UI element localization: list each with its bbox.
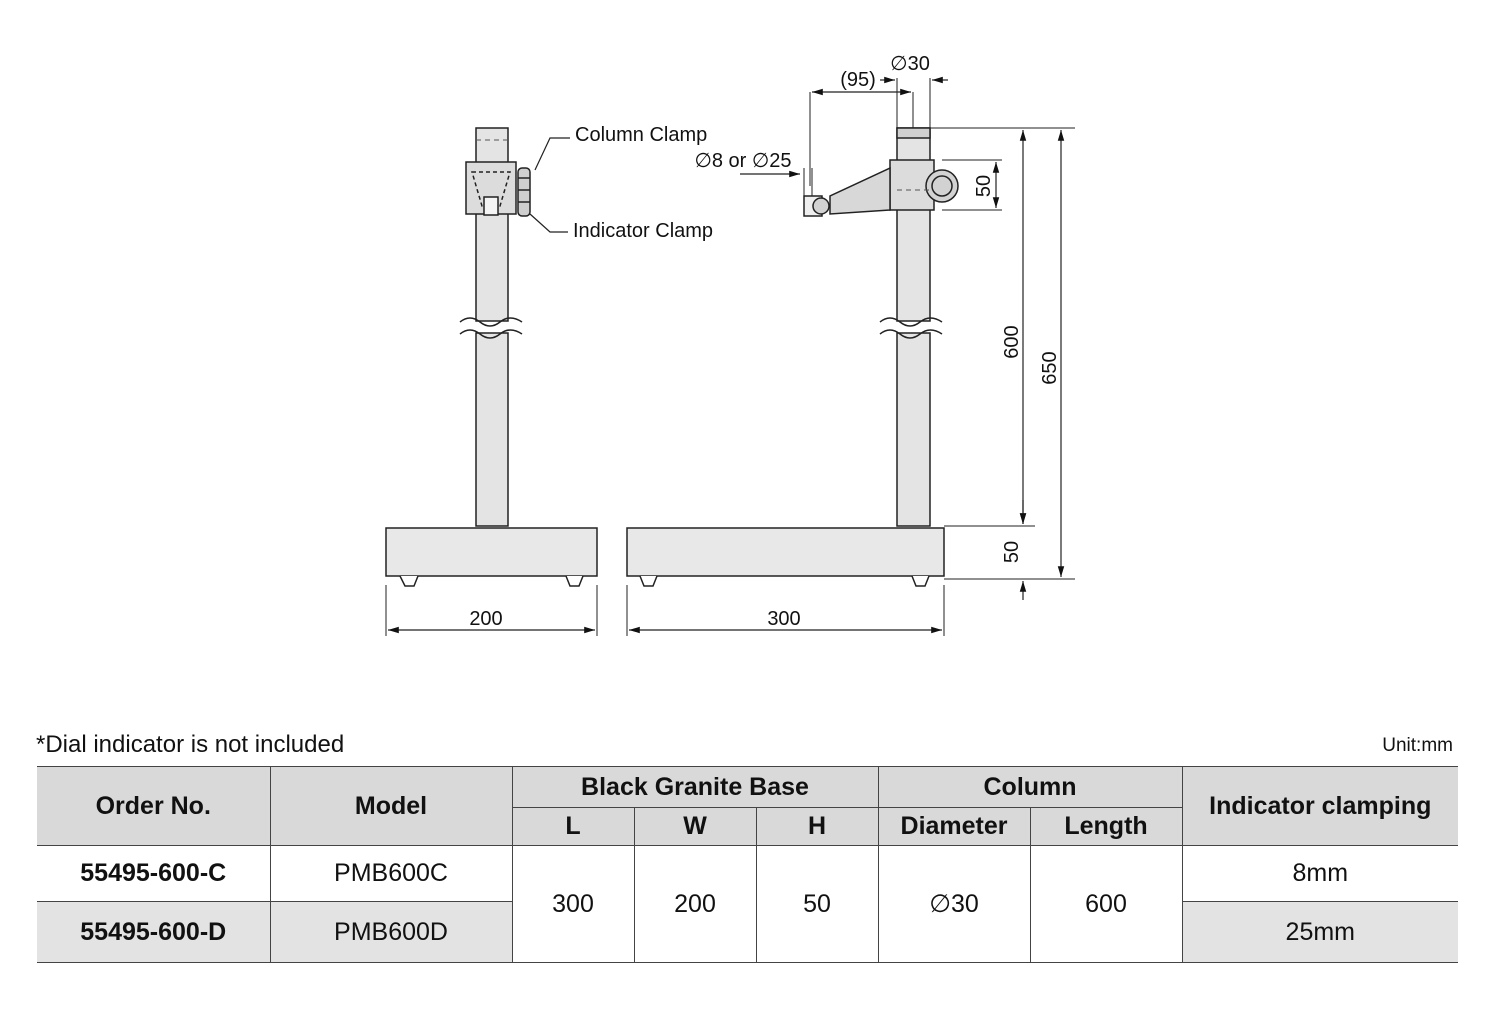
total-height-dimension: 650 — [1039, 351, 1061, 384]
header-column-group: Column — [877, 766, 1183, 808]
column-lower — [475, 332, 509, 527]
technical-drawing: Column Clamp Indicator Clamp 200 (95) ∅3… — [385, 53, 1075, 636]
reach-dimension: (95) — [840, 69, 876, 91]
base-l-cell: 300 — [511, 845, 635, 963]
column-length-dimension: 600 — [1001, 325, 1023, 358]
column-knob — [925, 169, 959, 203]
table-row: 55495-600-D PMB600D 25mm — [37, 901, 1459, 963]
base-w-cell: 200 — [633, 845, 757, 963]
base-height-dimension: 50 — [1001, 541, 1023, 563]
base-length-dimension: 300 — [767, 608, 800, 630]
unit-label: Unit:mm — [1382, 735, 1453, 756]
col-diameter-cell: ∅30 — [877, 845, 1031, 963]
column-front-lower — [896, 332, 931, 527]
clamp-height-dimension: 50 — [973, 175, 995, 197]
column-front-upper — [896, 127, 931, 322]
header-base-l: L — [512, 807, 635, 846]
indicator-knob — [812, 197, 830, 215]
table-row: 55495-600-C PMB600C 300 200 50 ∅30 600 8… — [37, 845, 1459, 963]
header-col-diameter: Diameter — [877, 807, 1031, 846]
side-view-stand — [385, 127, 598, 587]
granite-base-front — [626, 527, 945, 577]
indicator-arm — [829, 166, 891, 215]
header-base-group: Black Granite Base — [511, 766, 879, 808]
header-indicator-clamping: Indicator clamping — [1181, 766, 1459, 846]
model-cell: PMB600D — [269, 901, 513, 963]
indicator-clamp-label: Indicator Clamp — [573, 220, 713, 242]
header-order-no: Order No. — [37, 766, 271, 846]
header-col-length: Length — [1029, 807, 1183, 846]
indicator-clamping-cell: 25mm — [1181, 901, 1459, 963]
base-width-dimension: 200 — [469, 608, 502, 630]
col-length-cell: 600 — [1029, 845, 1183, 963]
column-clamp-label: Column Clamp — [575, 124, 707, 146]
header-base-h: H — [755, 807, 879, 846]
front-view-stand — [626, 127, 959, 587]
column-diameter-dimension: ∅30 — [890, 53, 930, 75]
base-h-cell: 50 — [755, 845, 879, 963]
order-no-cell: 55495-600-D — [37, 901, 271, 963]
column-upper — [475, 127, 509, 322]
indicator-clamping-cell: 8mm — [1181, 845, 1459, 902]
clamp-knob — [517, 167, 531, 217]
stem-diameter-label: ∅8 or ∅25 — [694, 150, 791, 172]
spec-table: Order No. Model Black Granite Base Colum… — [37, 766, 1459, 963]
dial-indicator-note: *Dial indicator is not included — [36, 731, 345, 758]
model-cell: PMB600C — [269, 845, 513, 902]
order-no-cell: 55495-600-C — [37, 845, 271, 902]
granite-base-side — [385, 527, 598, 577]
header-base-w: W — [633, 807, 757, 846]
header-model: Model — [269, 766, 513, 846]
